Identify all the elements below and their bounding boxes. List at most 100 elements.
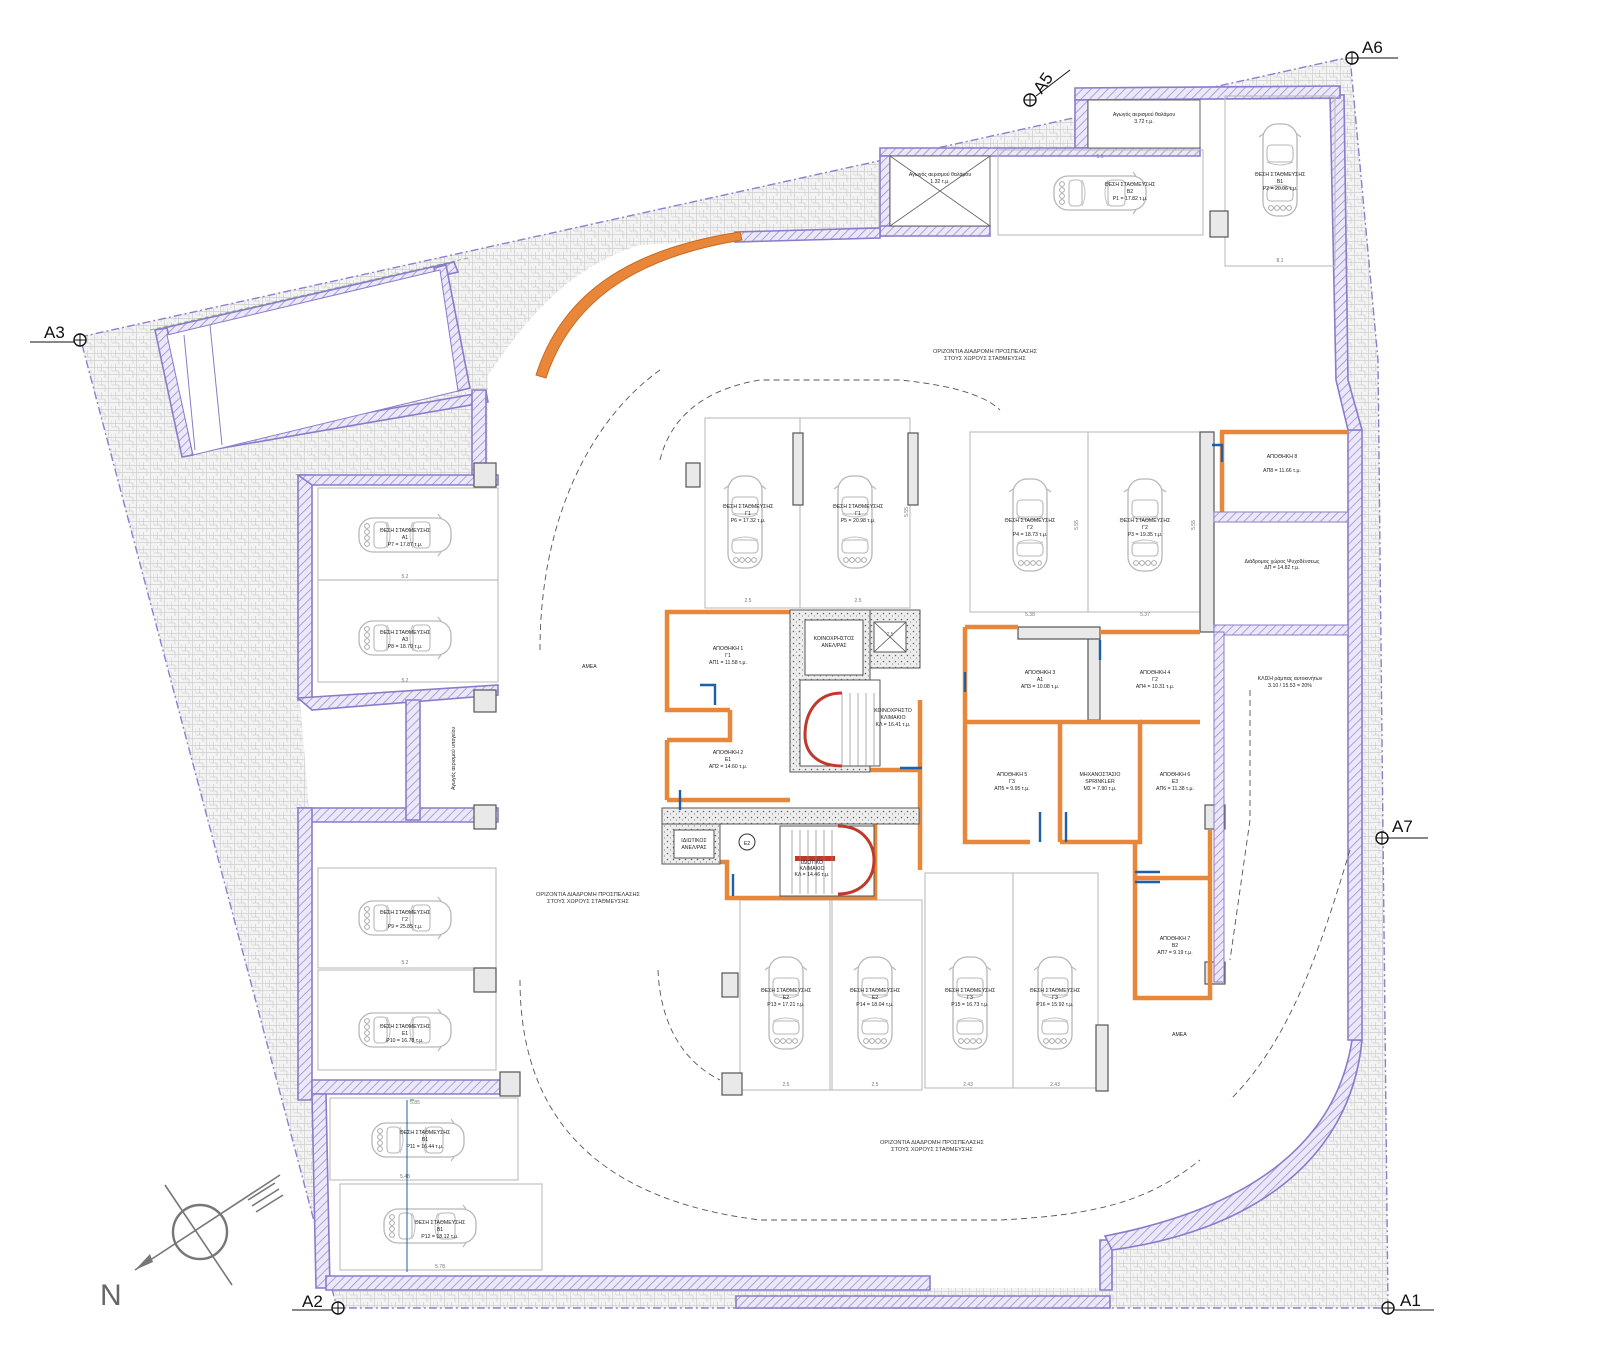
survey-point-a3: A3 — [30, 323, 87, 347]
svg-text:ΟΡΙΖΟΝΤΙΑ ΔΙΑΔΡΟΜΗ ΠΡΟΣΠΕΛΑΣΗΣ: ΟΡΙΖΟΝΤΙΑ ΔΙΑΔΡΟΜΗ ΠΡΟΣΠΕΛΑΣΗΣ — [536, 892, 640, 898]
svg-text:ΑΠ3 = 10.08 τ.μ.: ΑΠ3 = 10.08 τ.μ. — [1021, 684, 1059, 690]
svg-text:ΑΝΕΛ/ΡΑΣ: ΑΝΕΛ/ΡΑΣ — [821, 643, 846, 649]
svg-text:Ε1: Ε1 — [725, 757, 731, 763]
svg-text:5.85: 5.85 — [410, 1100, 420, 1106]
svg-text:ΑΠΟΘΗΚΗ 8: ΑΠΟΘΗΚΗ 8 — [1267, 454, 1298, 460]
upper-left-slab — [166, 269, 459, 456]
svg-text:ΣΤΟΥΣ ΧΩΡΟΥΣ ΣΤΑΘΜΕΥΣΗΣ: ΣΤΟΥΣ ΧΩΡΟΥΣ ΣΤΑΘΜΕΥΣΗΣ — [944, 356, 1026, 362]
svg-text:A6: A6 — [1362, 38, 1383, 57]
svg-text:Γ2: Γ2 — [402, 917, 408, 923]
svg-text:5.55: 5.55 — [1191, 520, 1197, 530]
svg-text:P1 = 17.82 τ.μ.: P1 = 17.82 τ.μ. — [1113, 196, 1148, 202]
svg-text:P8 = 18.70 τ.μ.: P8 = 18.70 τ.μ. — [388, 644, 423, 650]
svg-text:P14 = 18.04 τ.μ.: P14 = 18.04 τ.μ. — [856, 1002, 894, 1008]
svg-text:5.2: 5.2 — [402, 960, 409, 966]
svg-text:Ε3: Ε3 — [1172, 779, 1178, 785]
svg-text:2.5: 2.5 — [872, 1082, 879, 1088]
svg-text:Ε2: Ε2 — [744, 841, 750, 847]
svg-text:ΑΠ6 = 11.38 τ.μ.: ΑΠ6 = 11.38 τ.μ. — [1156, 786, 1194, 792]
svg-text:Β2: Β2 — [1127, 189, 1133, 195]
svg-text:ΑΠΟΘΗΚΗ 7: ΑΠΟΘΗΚΗ 7 — [1160, 936, 1191, 942]
perimeter-walls — [153, 85, 1364, 1309]
svg-text:P2 = 20.06 τ.μ.: P2 = 20.06 τ.μ. — [1263, 186, 1298, 192]
svg-text:ΑΠΟΘΗΚΗ 3: ΑΠΟΘΗΚΗ 3 — [1025, 670, 1056, 676]
svg-text:ΘΕΣΗ ΣΤΑΘΜΕΥΣΗΣ: ΘΕΣΗ ΣΤΑΘΜΕΥΣΗΣ — [945, 988, 996, 994]
svg-text:ΟΡΙΖΟΝΤΙΑ ΔΙΑΔΡΟΜΗ ΠΡΟΣΠΕΛΑΣΗΣ: ΟΡΙΖΟΝΤΙΑ ΔΙΑΔΡΟΜΗ ΠΡΟΣΠΕΛΑΣΗΣ — [933, 349, 1037, 355]
svg-text:P7 = 17.87 τ.μ.: P7 = 17.87 τ.μ. — [388, 542, 423, 548]
svg-text:2.5: 2.5 — [887, 632, 894, 638]
common-labels: ΚΟΙΝΟΧΡΗΣΤΟΣ ΑΝΕΛ/ΡΑΣ ΚΟΙΝΟΧΡΗΣΤΟ ΚΛΙΜΑΚ… — [681, 636, 1120, 878]
svg-text:P5 = 20.98 τ.μ.: P5 = 20.98 τ.μ. — [841, 518, 876, 524]
svg-text:ΚΛ = 16.41 τ.μ.: ΚΛ = 16.41 τ.μ. — [876, 722, 911, 728]
svg-text:P13 = 17.21 τ.μ.: P13 = 17.21 τ.μ. — [767, 1002, 805, 1008]
svg-text:Α3: Α3 — [402, 637, 408, 643]
svg-text:ΘΕΣΗ ΣΤΑΘΜΕΥΣΗΣ: ΘΕΣΗ ΣΤΑΘΜΕΥΣΗΣ — [1120, 518, 1171, 524]
svg-text:P10 = 16.78 τ.μ.: P10 = 16.78 τ.μ. — [386, 1038, 424, 1044]
svg-text:Γ1: Γ1 — [855, 511, 861, 517]
svg-text:Διάδρομος χώρος Ψυχοδένσεως: Διάδρομος χώρος Ψυχοδένσεως — [1244, 558, 1320, 565]
svg-text:P6 = 17.32 τ.μ.: P6 = 17.32 τ.μ. — [731, 518, 766, 524]
svg-text:P11 = 16.44 τ.μ.: P11 = 16.44 τ.μ. — [406, 1144, 443, 1150]
svg-text:P12 = 18.12 τ.μ.: P12 = 18.12 τ.μ. — [421, 1234, 459, 1240]
svg-text:ΑΜΕΑ: ΑΜΕΑ — [582, 664, 597, 670]
svg-text:ΑΠ2 = 14.60 τ.μ.: ΑΠ2 = 14.60 τ.μ. — [709, 764, 747, 770]
survey-points: A3 A5 A6 A7 A2 A1 — [30, 38, 1434, 1315]
svg-text:Β1: Β1 — [422, 1137, 428, 1143]
svg-text:2.43: 2.43 — [963, 1082, 973, 1088]
svg-text:Γ1: Γ1 — [745, 511, 751, 517]
svg-text:Γ3: Γ3 — [1052, 995, 1058, 1001]
svg-text:ΚΟΙΝΟΧΡΗΣΤΟ: ΚΟΙΝΟΧΡΗΣΤΟ — [874, 708, 912, 714]
shaft-2-label: Αγωγός αερισμού θαλάμου — [1113, 111, 1175, 118]
north-arrow: N — [100, 1174, 284, 1312]
svg-text:A3: A3 — [44, 323, 65, 342]
north-label: N — [100, 1279, 122, 1312]
svg-text:ΔΠ = 14.82 τ.μ.: ΔΠ = 14.82 τ.μ. — [1264, 565, 1299, 571]
svg-text:ΜΗΧΑΝΟΣΤΑΣΙΟ: ΜΗΧΑΝΟΣΤΑΣΙΟ — [1080, 772, 1121, 778]
svg-text:ΚΛ = 14.46 τ.μ.: ΚΛ = 14.46 τ.μ. — [795, 872, 830, 878]
lilac-partitions — [1213, 511, 1349, 983]
svg-text:ΚΛΙΜΑΚΙΟ: ΚΛΙΜΑΚΙΟ — [880, 715, 905, 721]
svg-text:Ε2: Ε2 — [872, 995, 878, 1001]
svg-text:ΘΕΣΗ ΣΤΑΘΜΕΥΣΗΣ: ΘΕΣΗ ΣΤΑΘΜΕΥΣΗΣ — [723, 504, 774, 510]
svg-text:ΘΕΣΗ ΣΤΑΘΜΕΥΣΗΣ: ΘΕΣΗ ΣΤΑΘΜΕΥΣΗΣ — [380, 528, 431, 534]
svg-text:ΑΝΕΛ/ΡΑΣ: ΑΝΕΛ/ΡΑΣ — [681, 845, 706, 851]
svg-text:Γ2: Γ2 — [1152, 677, 1158, 683]
svg-text:SPRINKLER: SPRINKLER — [1085, 779, 1115, 785]
shaft-1-label: Αγωγός αερισμού θαλάμου — [909, 171, 971, 178]
svg-text:ΚΛΙΜΑΚΙΟ: ΚΛΙΜΑΚΙΟ — [799, 866, 824, 872]
svg-text:5.55: 5.55 — [1074, 520, 1080, 530]
svg-text:ΑΠ5 = 9.95 τ.μ.: ΑΠ5 = 9.95 τ.μ. — [994, 786, 1029, 792]
survey-point-a6: A6 — [1345, 38, 1398, 65]
core — [661, 609, 921, 897]
svg-text:ΘΕΣΗ ΣΤΑΘΜΕΥΣΗΣ: ΘΕΣΗ ΣΤΑΘΜΕΥΣΗΣ — [415, 1220, 466, 1226]
svg-text:Γ1: Γ1 — [725, 653, 731, 659]
svg-text:ΙΔΙΩΤΙΚΟ: ΙΔΙΩΤΙΚΟ — [801, 860, 823, 866]
survey-point-a5: A5 — [1023, 69, 1071, 107]
survey-point-a1: A1 — [1381, 1291, 1434, 1315]
svg-text:2.5: 2.5 — [745, 598, 752, 604]
svg-text:5.48: 5.48 — [400, 1174, 410, 1180]
svg-text:5.2: 5.2 — [402, 574, 409, 580]
svg-text:ΙΔΙΩΤΙΚΟΣ: ΙΔΙΩΤΙΚΟΣ — [681, 838, 706, 844]
svg-text:ΜΣ = 7.90 τ.μ.: ΜΣ = 7.90 τ.μ. — [1084, 786, 1117, 792]
svg-text:P3 = 19.35 τ.μ.: P3 = 19.35 τ.μ. — [1128, 532, 1163, 538]
svg-text:ΟΡΙΖΟΝΤΙΑ ΔΙΑΔΡΟΜΗ ΠΡΟΣΠΕΛΑΣΗΣ: ΟΡΙΖΟΝΤΙΑ ΔΙΑΔΡΟΜΗ ΠΡΟΣΠΕΛΑΣΗΣ — [880, 1140, 984, 1146]
svg-text:ΘΕΣΗ ΣΤΑΘΜΕΥΣΗΣ: ΘΕΣΗ ΣΤΑΘΜΕΥΣΗΣ — [761, 988, 812, 994]
